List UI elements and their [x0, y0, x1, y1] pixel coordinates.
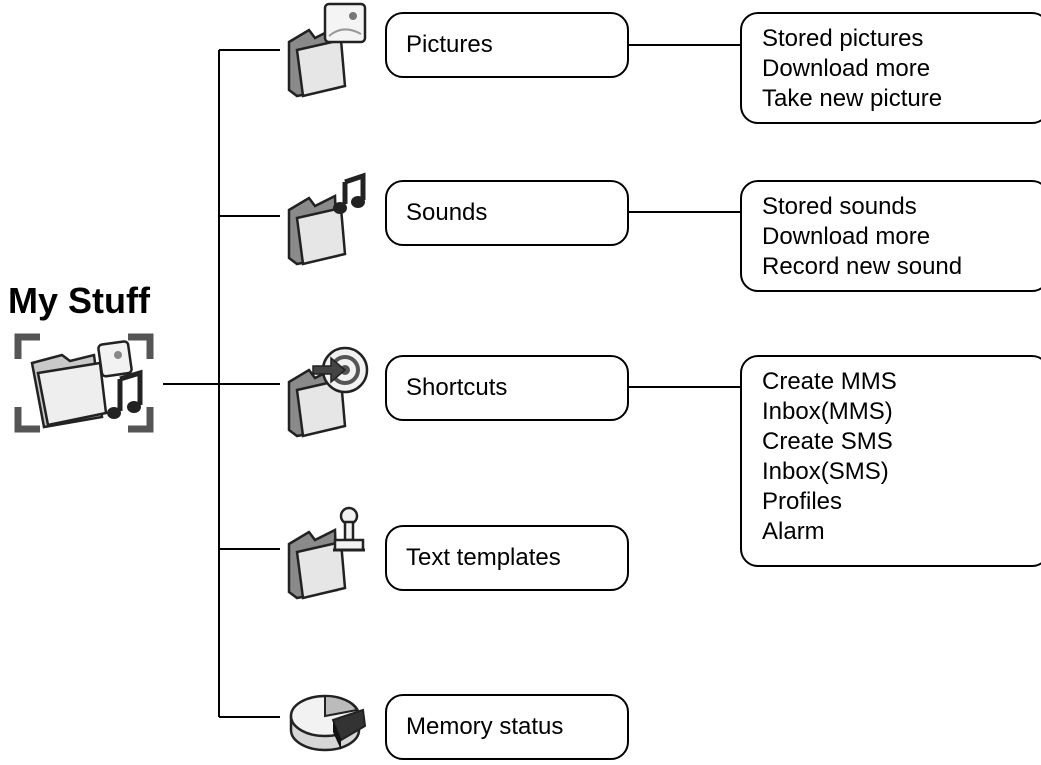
pie-chart-icon	[283, 680, 373, 765]
page-title: My Stuff	[8, 280, 150, 321]
submenu-item[interactable]: Profiles	[762, 488, 843, 515]
submenu-item[interactable]: Create SMS	[762, 428, 893, 455]
submenu-item[interactable]: Download more	[762, 55, 931, 82]
my-stuff-folder-icon	[14, 333, 154, 438]
submenu-pictures: Stored pictures Download more Take new p…	[740, 12, 1041, 124]
submenu-item[interactable]: Inbox(MMS)	[762, 398, 893, 425]
submenu-item[interactable]: Take new picture	[762, 85, 943, 112]
picture-folder-icon	[283, 0, 373, 103]
sound-folder-icon	[283, 168, 373, 271]
category-memory-status[interactable]: Memory status	[385, 694, 629, 760]
category-label: Sounds	[406, 199, 488, 226]
category-label: Memory status	[406, 713, 564, 740]
stamp-folder-icon	[283, 502, 373, 605]
submenu-item[interactable]: Inbox(SMS)	[762, 458, 889, 485]
category-label: Pictures	[406, 31, 493, 58]
submenu-item[interactable]: Stored sounds	[762, 193, 917, 220]
category-pictures[interactable]: Pictures	[385, 12, 629, 78]
category-text-templates[interactable]: Text templates	[385, 525, 629, 591]
submenu-item[interactable]: Create MMS	[762, 368, 897, 395]
submenu-item[interactable]: Record new sound	[762, 253, 963, 280]
submenu-item[interactable]: Download more	[762, 223, 931, 250]
submenu-item[interactable]: Alarm	[762, 518, 825, 545]
submenu-sounds: Stored sounds Download more Record new s…	[740, 180, 1041, 292]
category-label: Shortcuts	[406, 374, 508, 401]
category-label: Text templates	[406, 544, 561, 571]
shortcut-folder-icon	[283, 340, 373, 443]
submenu-shortcuts: Create MMS Inbox(MMS) Create SMS Inbox(S…	[740, 355, 1041, 567]
category-shortcuts[interactable]: Shortcuts	[385, 355, 629, 421]
submenu-item[interactable]: Stored pictures	[762, 25, 924, 52]
category-sounds[interactable]: Sounds	[385, 180, 629, 246]
